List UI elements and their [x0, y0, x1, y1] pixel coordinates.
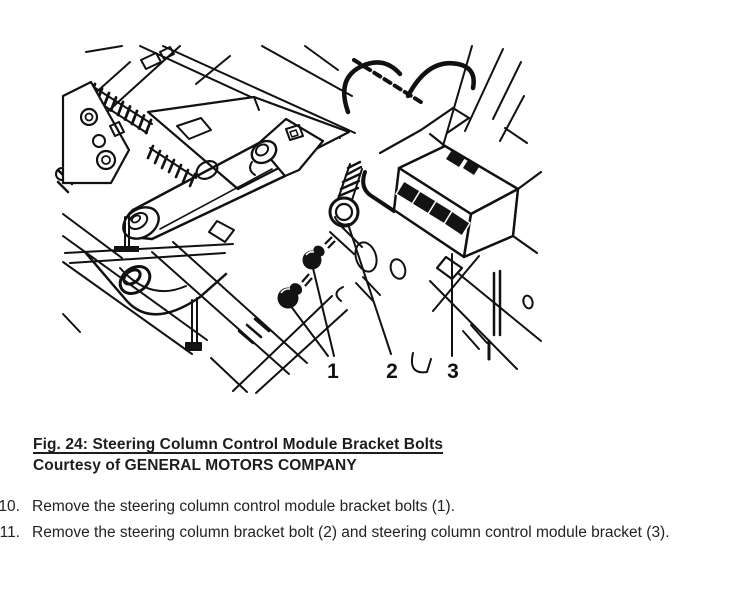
figure-caption-credit: Courtesy of GENERAL MOTORS COMPANY	[33, 457, 357, 474]
procedure-steps: 10. Remove the steering column control m…	[0, 494, 750, 546]
harness-lines	[342, 58, 476, 115]
figure-caption: Fig. 24: Steering Column Control Module …	[33, 434, 443, 476]
callout-2-label: 2	[386, 360, 398, 383]
callout-3-label: 3	[447, 360, 459, 383]
figure-caption-title: Fig. 24: Steering Column Control Module …	[33, 436, 444, 453]
bracket-bolts	[277, 160, 363, 309]
callout-leaders	[289, 226, 453, 357]
step-item: 10. Remove the steering column control m…	[0, 494, 750, 520]
column-assembly	[61, 46, 351, 295]
step-number: 10.	[0, 498, 20, 515]
callout-1-label: 1	[327, 360, 339, 383]
step-text: Remove the steering column control modul…	[32, 498, 456, 515]
module-bracket	[114, 117, 325, 252]
module-terminals	[395, 180, 471, 237]
step-text: Remove the steering column bracket bolt …	[32, 524, 670, 541]
figure-diagram: 1 2 3	[55, 45, 543, 394]
step-item: 11. Remove the steering column bracket b…	[0, 520, 750, 546]
step-number: 11.	[0, 524, 20, 541]
control-module	[361, 106, 543, 281]
